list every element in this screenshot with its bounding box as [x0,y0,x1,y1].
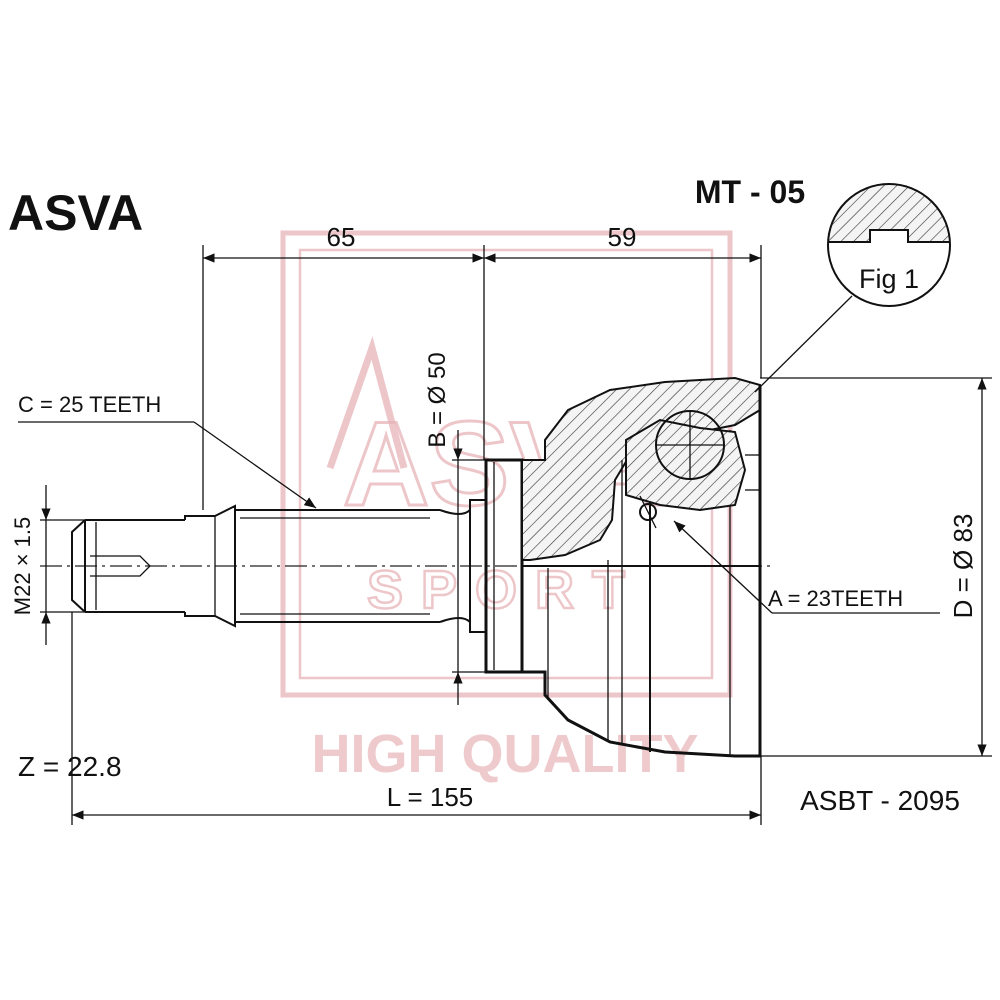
outer-spline-callout: C = 25 TEETH [18,392,317,509]
total-length-label: L = 155 [387,782,474,812]
brand-logo: ASVA [8,185,143,241]
top-dimensions: 65 59 [202,222,762,510]
watermark-tagline: HIGH QUALITY [312,724,699,784]
asva-watermark: ASVA SPORT HIGH QUALITY [280,230,733,784]
thread-dimension: M22 × 1.5 [10,485,85,645]
outer-spline-label: C = 25 TEETH [18,392,161,417]
dim-59-label: 59 [608,222,637,252]
inner-spline-callout: A = 23TEETH [673,520,940,614]
dim-65-label: 65 [327,222,356,252]
watermark-sub: SPORT [367,560,643,620]
outer-diameter-dimension: D = Ø 83 [760,377,992,757]
part-number: MT - 05 [695,174,805,210]
z-value-label: Z = 22.8 [18,751,122,782]
fig1-label: Fig 1 [859,264,919,294]
inner-spline-label: A = 23TEETH [768,586,903,611]
thread-label: M22 × 1.5 [10,517,35,615]
fig1-detail: Fig 1 [754,183,951,393]
total-length-dimension: L = 155 [71,612,762,825]
outer-bell-housing [484,376,762,758]
boot-kit-label: ASBT - 2095 [800,785,960,816]
outer-diameter-label: D = Ø 83 [948,514,978,619]
stub-shaft [71,499,486,633]
seat-diameter-dimension: B = Ø 50 [424,352,486,705]
seat-diameter-label: B = Ø 50 [424,352,451,447]
